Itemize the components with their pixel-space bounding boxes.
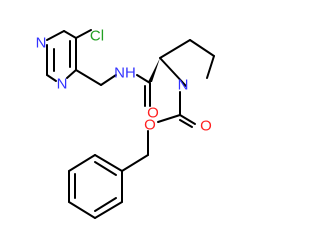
atom-label-cl: Cl	[90, 28, 104, 45]
atom-label-n: N	[178, 77, 189, 94]
bond	[94, 197, 117, 212]
bond	[121, 154, 149, 172]
atom-label-n: N	[57, 76, 68, 93]
bond	[94, 201, 123, 219]
bond	[179, 114, 196, 125]
stereo-wedge-bond	[148, 58, 160, 82]
bond	[66, 69, 77, 79]
bond	[46, 30, 65, 41]
bond	[94, 161, 117, 176]
atom-label-o: O	[200, 118, 212, 135]
atom-label-o: O	[147, 105, 159, 122]
bond	[75, 29, 92, 39]
bond	[179, 119, 193, 128]
bonds	[46, 29, 215, 219]
atom-label-n: N	[36, 35, 47, 52]
chemical-structure: N N Cl NH N O O O	[36, 28, 215, 219]
bond	[63, 30, 77, 39]
bond	[136, 74, 151, 84]
bond	[68, 201, 96, 219]
atom-label-o: O	[144, 117, 156, 134]
bond	[100, 74, 117, 86]
bond	[206, 55, 215, 79]
bond	[75, 69, 102, 86]
bond	[68, 154, 96, 172]
bond	[46, 74, 57, 82]
bond	[159, 57, 187, 87]
bond	[94, 154, 123, 172]
atom-labels: N N Cl NH N O O O	[36, 28, 212, 135]
atom-label-nh: NH	[114, 65, 136, 82]
bond	[189, 39, 215, 57]
bond	[159, 39, 191, 59]
bond	[157, 114, 181, 123]
